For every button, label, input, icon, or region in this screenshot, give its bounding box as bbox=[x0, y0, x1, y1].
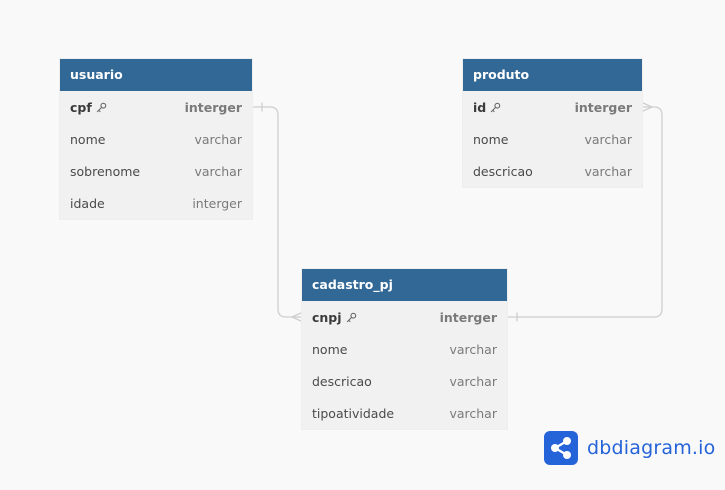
share-icon bbox=[544, 431, 578, 465]
brand-name: dbdiagram.io bbox=[587, 437, 716, 459]
field-row[interactable]: sobrenome varchar bbox=[60, 155, 252, 187]
table-usuario[interactable]: usuario cpf interger nome varchar sobren… bbox=[60, 59, 252, 219]
field-name: descricao bbox=[312, 373, 372, 389]
table-cadastro-pj[interactable]: cadastro_pj cnpj interger nome varchar d… bbox=[302, 269, 507, 429]
table-header[interactable]: usuario bbox=[60, 59, 252, 91]
field-type: varchar bbox=[449, 405, 497, 421]
field-type: interger bbox=[192, 195, 242, 211]
field-row[interactable]: descricao varchar bbox=[463, 155, 642, 187]
field-name: nome bbox=[70, 131, 106, 147]
brand-logo[interactable]: dbdiagram.io bbox=[544, 431, 715, 465]
field-row[interactable]: idade interger bbox=[60, 187, 252, 219]
field-name: sobrenome bbox=[70, 163, 141, 179]
field-name: nome bbox=[312, 341, 348, 357]
table-header[interactable]: cadastro_pj bbox=[302, 269, 507, 301]
key-icon bbox=[491, 102, 501, 112]
key-icon bbox=[346, 312, 356, 322]
field-type: interger bbox=[439, 309, 497, 325]
table-header[interactable]: produto bbox=[463, 59, 642, 91]
field-row[interactable]: nome varchar bbox=[463, 123, 642, 155]
field-row[interactable]: nome varchar bbox=[302, 333, 507, 365]
field-name: idade bbox=[70, 195, 105, 211]
field-row[interactable]: cpf interger bbox=[60, 91, 252, 123]
field-row[interactable]: descricao varchar bbox=[302, 365, 507, 397]
field-name: cpf bbox=[70, 99, 92, 115]
field-type: varchar bbox=[584, 131, 632, 147]
field-name: descricao bbox=[473, 163, 533, 179]
field-name: cnpj bbox=[312, 309, 342, 325]
field-type: varchar bbox=[194, 131, 242, 147]
field-type: varchar bbox=[449, 373, 497, 389]
field-type: varchar bbox=[584, 163, 632, 179]
table-produto[interactable]: produto id interger nome varchar descric… bbox=[463, 59, 642, 187]
field-name: tipoatividade bbox=[312, 405, 395, 421]
many-marker-produto bbox=[641, 101, 654, 113]
field-row[interactable]: id interger bbox=[463, 91, 642, 123]
field-type: interger bbox=[184, 99, 242, 115]
field-type: varchar bbox=[194, 163, 242, 179]
many-marker-cadastro-pj bbox=[290, 311, 303, 323]
field-row[interactable]: cnpj interger bbox=[302, 301, 507, 333]
field-type: varchar bbox=[449, 341, 497, 357]
field-row[interactable]: nome varchar bbox=[60, 123, 252, 155]
field-name: nome bbox=[473, 131, 509, 147]
key-icon bbox=[96, 102, 107, 112]
connector-usuario-cadastro-pj bbox=[252, 106, 302, 318]
field-row[interactable]: tipoatividade varchar bbox=[302, 397, 507, 429]
connector-cadastro-pj-produto bbox=[507, 106, 663, 318]
field-type: interger bbox=[574, 99, 632, 115]
field-name: id bbox=[473, 99, 487, 115]
